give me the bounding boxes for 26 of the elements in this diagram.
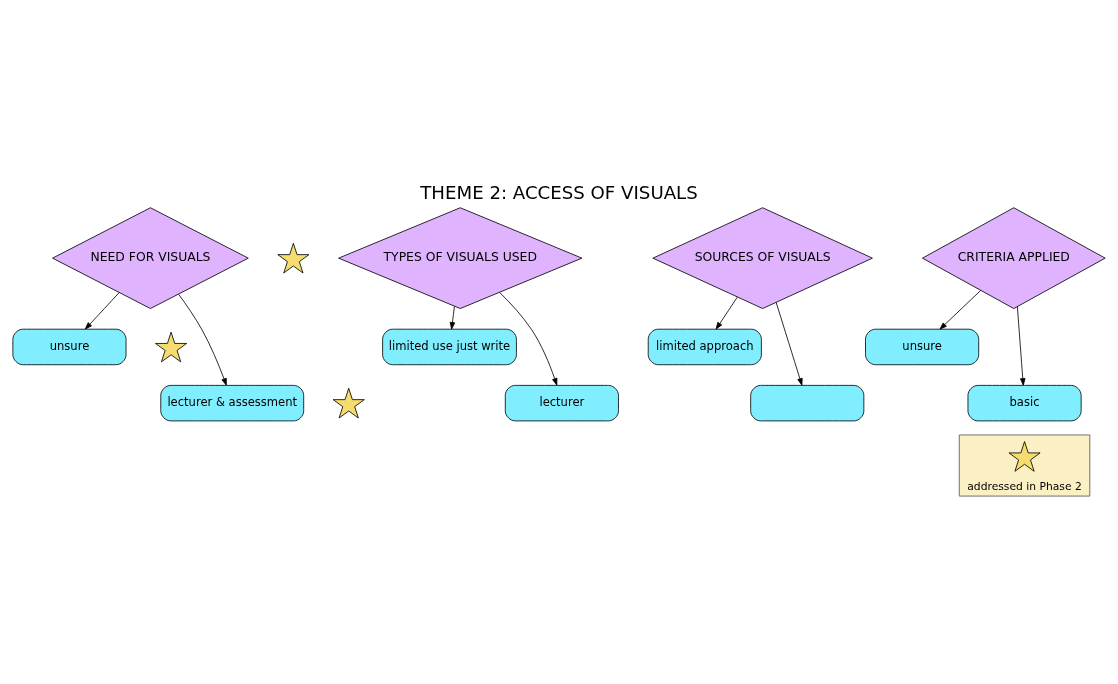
- arrow: [499, 292, 558, 386]
- node-star: [332, 387, 365, 419]
- node-box: limited approach: [647, 328, 762, 366]
- arrow: [84, 292, 120, 330]
- node-box: unsure: [865, 328, 980, 366]
- node-diamond: NEED FOR VISUALS: [52, 207, 249, 309]
- node-box: lecturer: [504, 384, 619, 422]
- arrow: [178, 293, 227, 386]
- node-diamond: TYPES OF VISUALS USED: [338, 207, 583, 309]
- node-star: [155, 331, 188, 363]
- arrow: [775, 301, 803, 386]
- arrow: [715, 296, 738, 330]
- node-star: [277, 242, 310, 274]
- node-box: unsure: [12, 328, 127, 366]
- arrow: [1016, 306, 1026, 386]
- diagram-title: THEME 2: ACCESS OF VISUALS: [420, 182, 698, 204]
- node-diamond: SOURCES OF VISUALS: [652, 207, 873, 309]
- arrow: [939, 290, 982, 330]
- node-diamond: CRITERIA APPLIED: [922, 207, 1106, 309]
- node-box: basic: [967, 384, 1082, 422]
- node-box: [750, 384, 865, 422]
- node-box: limited use just write: [382, 328, 517, 366]
- cluster: addressed in Phase 2: [958, 434, 1091, 497]
- node-star: [1008, 441, 1041, 472]
- node-box: lecturer & assessment: [160, 384, 305, 422]
- arrow: [449, 305, 456, 330]
